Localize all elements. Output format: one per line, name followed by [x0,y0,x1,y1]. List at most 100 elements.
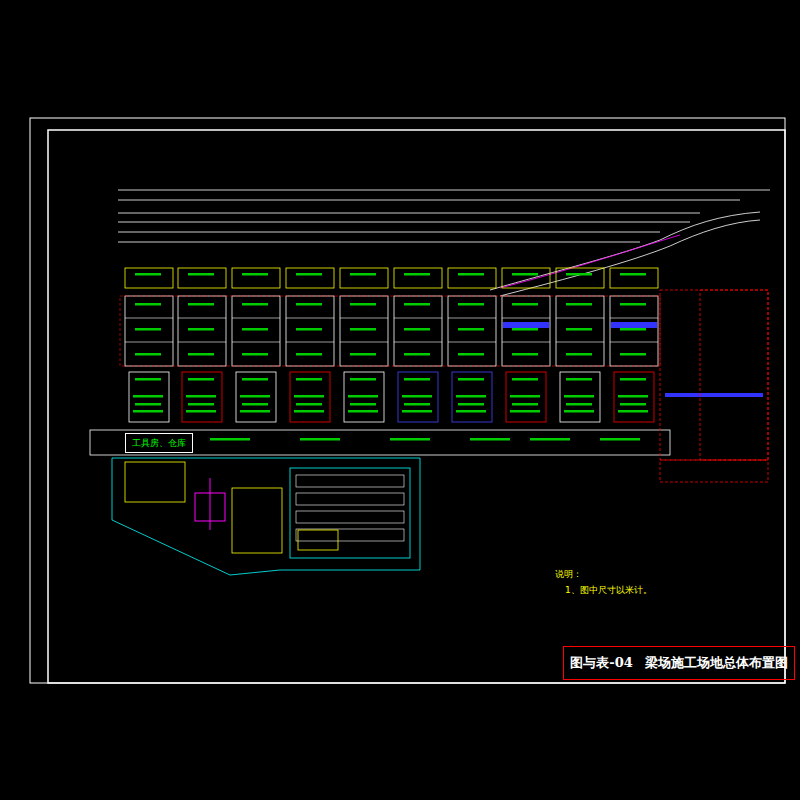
grid-part [556,318,604,319]
label-mark [620,403,646,406]
dorm-row [296,475,404,487]
title-block: 图与表-04 梁场施工场地总体布置图 [563,646,795,680]
label-mark [620,303,646,306]
storage-bay [556,268,604,288]
label-mark [188,378,214,381]
label-mark [566,353,592,356]
box-label: 工具房、仓库 [132,437,186,450]
blue-bar [665,393,763,397]
label-mark [512,378,538,381]
label-mark [242,303,268,306]
label-mark [296,378,322,381]
label-mark [470,438,510,441]
label-mark [512,328,538,331]
label-mark [566,303,592,306]
label-mark [566,328,592,331]
pedestal-bay [610,296,658,366]
grid-part [286,318,334,319]
label-mark [350,273,376,276]
label-mark [242,403,268,406]
dorm-row [296,529,404,541]
pedestal-bay [286,296,334,366]
label-mark [188,303,214,306]
label-mark [135,273,161,276]
label-mark [390,438,430,441]
prefab-bay [290,372,330,422]
prefab-bay [236,372,276,422]
label-mark [512,403,538,406]
prefab-bay [344,372,384,422]
label-mark [402,395,432,398]
label-mark [456,410,486,413]
pedestal-bay [556,296,604,366]
prefab-bay [560,372,600,422]
grid-part [178,342,226,343]
label-mark [135,328,161,331]
grid-part [502,318,550,319]
label-mark [530,438,570,441]
label-mark [240,395,270,398]
label-mark [348,410,378,413]
right-zone [660,290,768,482]
prefab-bay [614,372,654,422]
label-mark [620,273,646,276]
label-mark [242,378,268,381]
road [90,430,670,455]
storage-bay [340,268,388,288]
grid-part [394,318,442,319]
prefab-bay [398,372,438,422]
title-text: 梁场施工场地总体布置图 [645,654,788,672]
rebar-yard [125,462,338,553]
label-mark [210,438,250,441]
title-text: 图与表-04 [570,654,633,672]
rail-tracks [118,190,770,296]
grid-part [286,342,334,343]
label-mark [296,403,322,406]
label-mark [294,410,324,413]
label-mark [512,353,538,356]
grid-part [610,342,658,343]
label-mark [512,303,538,306]
label-mark [350,328,376,331]
note-text: 1、图中尺寸以米计。 [565,584,652,597]
label-mark [296,353,322,356]
grid-part [232,342,280,343]
storage-bay [286,268,334,288]
grid-part [178,318,226,319]
label-mark [566,273,592,276]
grid-part [232,318,280,319]
label-mark [458,403,484,406]
label-mark [296,303,322,306]
label-mark [186,395,216,398]
label-mark [404,328,430,331]
crane-track [500,235,680,288]
label-mark [188,403,214,406]
label-mark [510,410,540,413]
label-mark [133,410,163,413]
label-mark [404,378,430,381]
pedestal-bay [178,296,226,366]
zone-line [120,296,660,366]
label-mark [512,273,538,276]
grid-part [610,318,658,319]
blue-bar [611,322,657,328]
prefab-bay [506,372,546,422]
blue-bar [503,322,549,328]
grid-part [125,318,173,319]
grid-part [448,318,496,319]
label-mark [348,395,378,398]
pedestal-bay [125,296,173,366]
label-mark [242,273,268,276]
label-mark [456,395,486,398]
label-mark [404,353,430,356]
grid-part [340,342,388,343]
label-mark [402,410,432,413]
label-mark [458,328,484,331]
label-mark [135,353,161,356]
grid-part [340,318,388,319]
storage-bay [178,268,226,288]
camp-area [112,458,420,575]
label-mark [404,273,430,276]
dorm-row [296,493,404,505]
label-mark [240,410,270,413]
